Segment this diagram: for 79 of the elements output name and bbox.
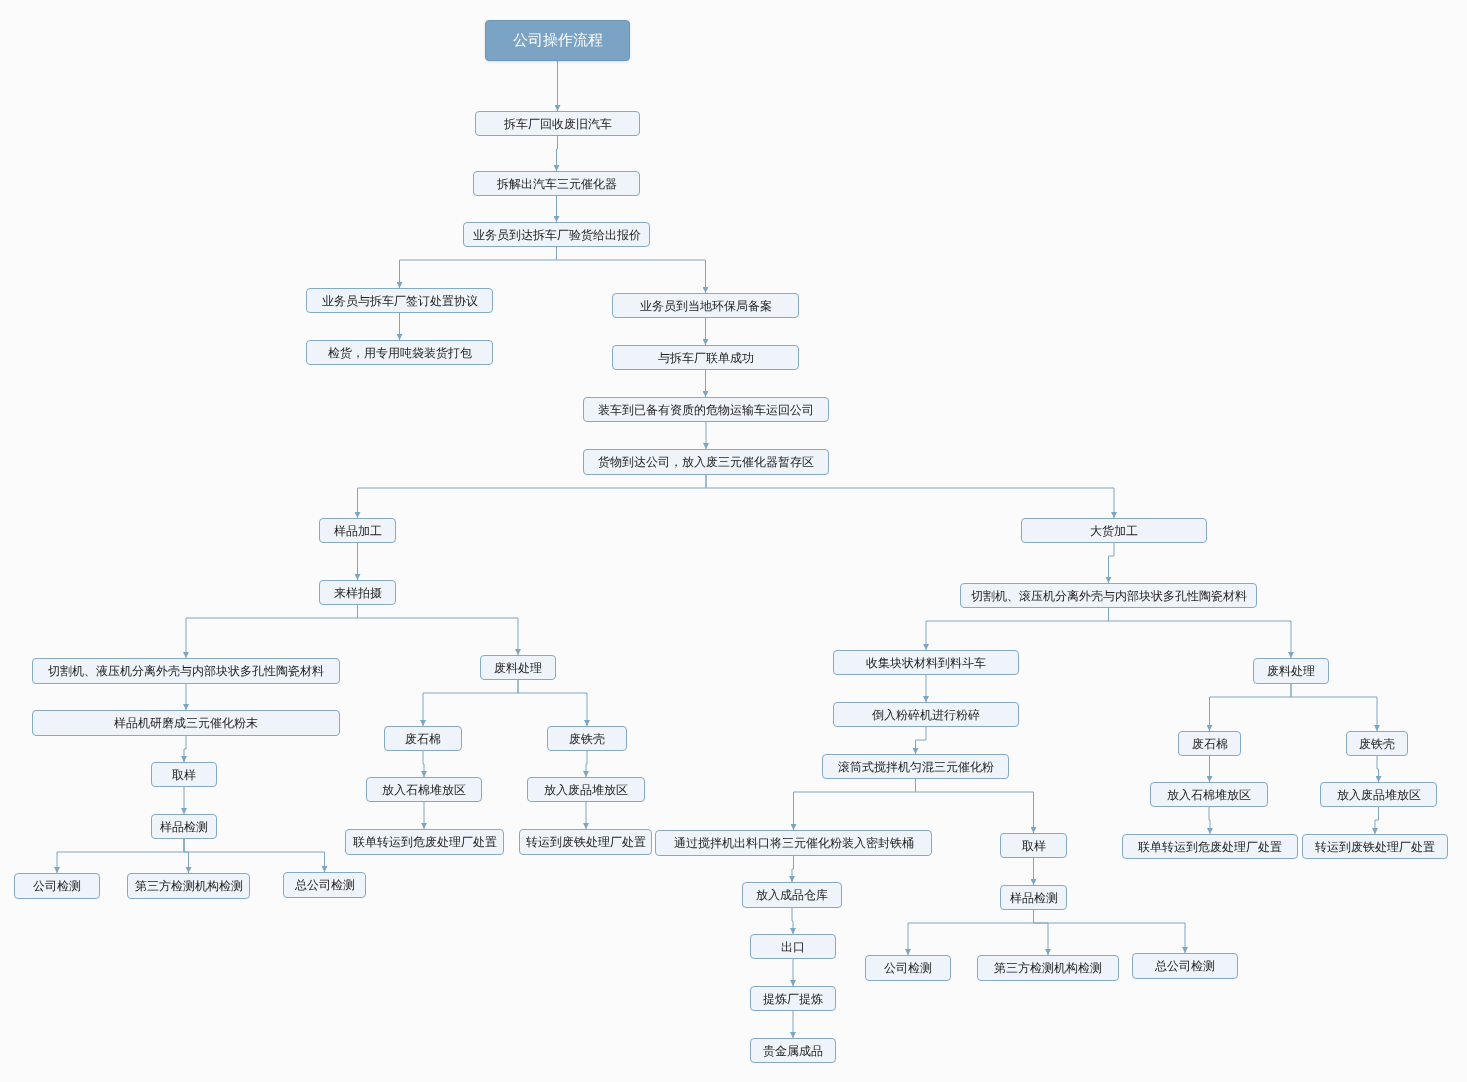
process-box: 提炼厂提炼 (750, 986, 836, 1011)
connector-arrow (354, 542, 361, 581)
process-box: 业务员到当地环保局备案 (612, 293, 799, 318)
connector-arrow (1206, 755, 1213, 783)
connector-arrow (583, 750, 589, 778)
process-box: 样品加工 (319, 518, 396, 543)
connector-arrow (1207, 806, 1213, 835)
process-box: 出口 (750, 934, 836, 959)
connector-arrow (553, 135, 560, 172)
connector-arrow (702, 369, 709, 398)
connector-arrow (703, 421, 709, 450)
connector-arrow (912, 726, 927, 755)
process-box: 货物到达公司，放入废三元催化器暂存区 (583, 449, 829, 475)
process-box: 放入废品堆放区 (1320, 782, 1437, 807)
connector-arrow (583, 801, 589, 830)
connector-arrow (1105, 542, 1115, 584)
connector-arrow (923, 674, 929, 703)
connector-arrow (553, 195, 560, 223)
process-box: 业务员与拆车厂签订处置协议 (306, 288, 493, 313)
connector-arrow (1375, 755, 1382, 783)
process-box: 大货加工 (1021, 518, 1207, 543)
process-box: 装车到已备有资质的危物运输车运回公司 (583, 397, 829, 422)
process-box: 转运到废铁处理厂处置 (1302, 834, 1448, 859)
connector-arrow (790, 907, 796, 935)
process-box: 废铁壳 (547, 726, 627, 751)
process-box: 拆车厂回收废旧汽车 (475, 111, 640, 136)
process-box: 贵金属成品 (750, 1038, 836, 1063)
process-box: 废料处理 (1253, 658, 1329, 684)
connector-arrow (396, 312, 403, 341)
process-box: 与拆车厂联单成功 (612, 345, 799, 370)
process-box: 收集块状材料到料斗车 (833, 650, 1019, 675)
process-box: 联单转运到危废处理厂处置 (345, 829, 504, 855)
process-box: 切割机、液压机分离外壳与内部块状多孔性陶瓷材料 (32, 658, 340, 684)
process-box: 业务员到达拆车厂验货给出报价 (463, 222, 650, 247)
process-box: 废铁壳 (1346, 731, 1408, 756)
process-box: 通过搅拌机出料口将三元催化粉装入密封铁桶 (655, 830, 932, 856)
process-box: 废石棉 (384, 726, 462, 751)
connector-arrow (554, 60, 561, 112)
process-box: 总公司检测 (283, 872, 366, 898)
process-box: 来样拍摄 (319, 580, 396, 605)
process-box: 样品机研磨成三元催化粉末 (32, 710, 340, 736)
connector-arrow (790, 958, 796, 987)
connector-arrow (1290, 683, 1380, 732)
connector-arrow (183, 683, 189, 711)
connector-arrow (181, 735, 187, 763)
connector-arrow (702, 317, 709, 346)
process-box: 转运到废铁处理厂处置 (519, 829, 652, 855)
process-box: 倒入粉碎机进行粉碎 (833, 702, 1019, 727)
connector-arrow (181, 786, 187, 815)
process-box: 拆解出汽车三元催化器 (473, 171, 640, 196)
connector-arrow (421, 750, 427, 778)
process-box: 样品检测 (1000, 885, 1067, 910)
process-box: 总公司检测 (1132, 953, 1238, 979)
connector-arrow (790, 1010, 796, 1039)
process-box: 切割机、滚压机分离外壳与内部块状多孔性陶瓷材料 (960, 583, 1257, 608)
process-box: 联单转运到危废处理厂处置 (1122, 834, 1298, 859)
connector-arrow (1030, 857, 1037, 886)
process-box: 取样 (151, 762, 217, 787)
process-box: 检货，用专用吨袋装货打包 (306, 340, 493, 365)
process-box: 第三方检测机构检测 (127, 873, 250, 899)
connector-arrow (517, 679, 590, 727)
connector-arrow (183, 838, 328, 873)
connector-arrow (789, 855, 795, 883)
process-box: 放入成品仓库 (742, 882, 842, 908)
process-box: 废料处理 (480, 655, 556, 680)
process-box: 取样 (1000, 833, 1067, 858)
process-box: 放入废品堆放区 (527, 777, 645, 802)
connector-arrow (421, 801, 427, 830)
connector-arrow (705, 474, 1117, 519)
process-box: 公司检测 (14, 873, 100, 899)
connector-arrow (1372, 806, 1379, 835)
process-box: 放入石棉堆放区 (366, 777, 482, 802)
process-box: 放入石棉堆放区 (1150, 782, 1268, 807)
process-box: 第三方检测机构检测 (977, 955, 1119, 981)
process-box: 废石棉 (1178, 731, 1241, 756)
process-box: 公司检测 (865, 955, 951, 981)
process-box: 滚筒式搅拌机匀混三元催化粉 (822, 754, 1009, 779)
header-box: 公司操作流程 (485, 20, 630, 61)
process-box: 样品检测 (151, 814, 217, 839)
